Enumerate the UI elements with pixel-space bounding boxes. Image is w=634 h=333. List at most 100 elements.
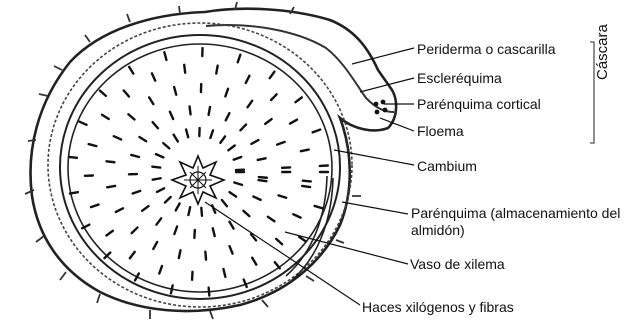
xylem-strand-dash [315,206,323,208]
xylem-strand-dash [156,218,161,224]
xylem-strand-dash [190,106,191,114]
label-xylem-vessel: Vaso de xilema [410,256,505,273]
xylem-strand-dash [157,188,164,192]
xylem-strand-dash [290,120,297,124]
xylem-strand-dash [132,228,138,234]
xylem-strand-dash [301,150,309,152]
xylem-strand-dash [216,66,217,74]
xylem-strand-dash [220,136,225,142]
xylem-strand-dash [302,186,310,187]
xylem-strand-dash [186,129,188,137]
periderm-outline [31,9,397,311]
xylem-strand-dash [244,280,247,287]
xylem-strand-dash [133,191,141,194]
xylem-strand-dash [69,157,77,158]
label-sclerenchyma: Escleréquima [417,70,502,87]
xylem-strand-dash [247,101,252,107]
xylem-strand-dash [128,114,134,119]
xylem-strand-dash [265,119,271,124]
xylem-strand-dash [165,197,171,203]
xylem-strand-dash [230,192,237,196]
xylem-strand-dash [201,208,202,216]
xylem-strand-dash [114,136,121,139]
label-cambium: Cambium [417,158,477,175]
xylem-strand-dash [246,76,250,83]
xylem-strand-dash [171,285,173,293]
xylem-strand-dash [268,217,275,221]
xylem-strand-dash [210,130,213,138]
xylem-strand-dash [174,227,177,235]
xylem-strand-dash [79,122,86,125]
xylem-strand-dash [89,144,97,146]
xylem-strand-dash [223,269,225,277]
xylem-strand-dash [129,67,133,74]
xylem-strand-dash [163,143,169,148]
xylem-strand-dash [156,154,163,157]
xylem-strand-dash [313,130,321,133]
xylem-strand-dash [149,97,153,104]
xylem-strand-dash [205,252,206,260]
xylem-strand-dash [106,161,114,162]
xylem-strand-dash [229,222,233,229]
label-storage-parenchyma: Parénquima (almacenamiento del almidón) [411,205,633,239]
xylem-strand-dash [153,178,161,179]
xylem-strand-dash [184,65,185,73]
xylem-strand-dash [270,72,275,78]
xylem-strand-dash [238,55,241,63]
xylem-strand-dash [253,197,260,200]
xylem-strand-dash [152,167,160,168]
xylem-strand-dash [295,97,301,102]
central-xylem [172,156,224,204]
xylem-strand-dash [226,113,230,120]
xylem-strand-dash [234,183,242,185]
xylem-strand-dash [251,140,258,144]
label-phloem: Floema [417,123,464,140]
xylem-strand-dash [153,122,158,128]
xylem-strand-dash [209,107,210,115]
xylem-strand-dash [91,205,99,208]
xylem-strand-dash [170,112,173,119]
xylem-strand-dash [107,186,115,187]
xylem-strand-dash [142,206,148,211]
xylem-strand-dash [279,195,287,197]
xylem-strand-dash [164,52,166,60]
xylem-strand-dash [70,192,78,193]
xylem-strand-dash [258,158,266,160]
xylem-strand-dash [225,89,228,97]
xylem-strand-dash [222,200,227,206]
xylem-strand-dash [275,262,280,268]
xylem-strand-dash [130,252,135,258]
xylem-strand-dash [303,181,311,182]
xylem-strand-dash [174,135,178,142]
xylem-strand-dash [179,250,181,258]
xylem-strand-dash [259,177,267,178]
xylem-strand-dash [174,87,176,95]
label-cascara-group: Cáscara [594,24,611,80]
xylem-strand-dash [213,228,215,236]
xylem-strand-dash [176,203,180,210]
label-cortical-parenchyma: Parénquima cortical [417,96,541,113]
xylem-strand-dash [276,239,282,244]
label-xylem-bundles: Haces xilógenos y fibras [362,299,542,316]
xylem-strand-dash [106,231,112,236]
xylem-strand-dash [209,288,210,296]
xylem-strand-dash [293,214,300,217]
xylem-strand-dash [152,73,155,80]
xylem-strand-dash [240,125,246,131]
xylem-strand-dash [139,137,146,141]
xylem-strand-dash [153,242,157,249]
xylem-strand-dash [124,90,129,96]
xylem-strand-dash [277,142,285,145]
xylem-strand-dash [102,115,109,119]
xylem-strand-dash [159,266,162,274]
xylem-strand-dash [230,246,233,253]
xylem-strand-dash [259,180,267,181]
xylem-strand-dash [100,91,106,96]
xylem-strand-dash [243,211,249,216]
xylem-strand-dash [252,258,256,265]
xylem-strand-dash [271,94,277,100]
xylem-strand-dash [131,155,139,157]
xylem-strand-dash [234,157,242,160]
xylem-strand-dash [135,273,139,280]
xylem-strand-dash [188,207,190,215]
